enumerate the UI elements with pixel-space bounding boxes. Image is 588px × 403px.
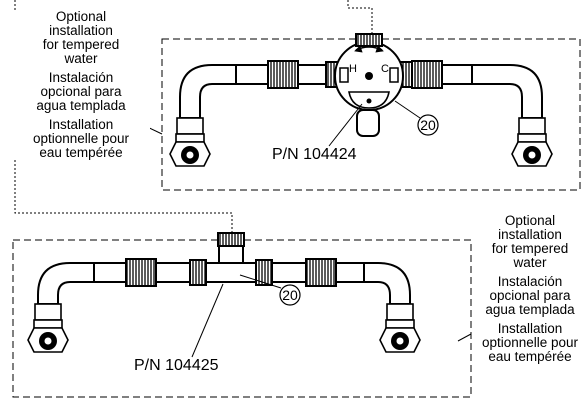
valve-hot-label: H xyxy=(349,63,357,75)
bottom-callout-number: 20 xyxy=(282,287,298,303)
top-right-coupling xyxy=(441,64,473,85)
label-es-line: opcional para xyxy=(489,288,571,303)
top-left-elbow xyxy=(179,64,237,119)
label-es-line: Instalación xyxy=(48,70,114,85)
bottom-left-thread xyxy=(189,259,207,286)
label-es-line: agua templada xyxy=(485,302,575,317)
bottom-left-coupling xyxy=(155,262,191,283)
label-en-line: Optional xyxy=(504,213,556,228)
top-left-fitting-sleeve xyxy=(176,117,204,135)
label-fr-line: eau tempérée xyxy=(39,145,123,160)
bottom-left-fitting-sleeve xyxy=(34,303,62,321)
top-valve-stem xyxy=(356,109,380,137)
label-en-line: installation xyxy=(498,227,562,242)
label-fr-line: Installation xyxy=(48,117,114,132)
label-fr-line: Installation xyxy=(497,321,563,336)
valve-cold-label: C xyxy=(381,63,389,75)
connector-line-top xyxy=(14,0,233,232)
tee-stem xyxy=(218,245,244,264)
bottom-assembly xyxy=(27,232,421,353)
top-right-elbow xyxy=(471,64,543,119)
top-right-nut xyxy=(411,60,443,89)
bottom-right-fitting-sleeve xyxy=(386,303,414,321)
label-en-line: installation xyxy=(49,23,113,38)
valve-center-dot xyxy=(365,72,373,80)
bottom-callout-circle xyxy=(279,284,301,306)
top-callout-leader xyxy=(394,100,421,119)
label-en-line: water xyxy=(64,51,98,66)
top-right-fitting-sleeve xyxy=(518,117,546,135)
label-fr-line: eau tempérée xyxy=(488,349,572,364)
bottom-left-nut xyxy=(125,258,157,287)
label-es-line: Instalación xyxy=(497,274,563,289)
bottom-right-nut xyxy=(305,258,337,287)
bottom-left-pipe xyxy=(93,262,127,283)
label-en-line: for tempered xyxy=(42,37,120,52)
bottom-pn-leader xyxy=(191,283,224,358)
top-part-number: P/N 104424 xyxy=(272,146,357,163)
top-left-nut xyxy=(267,60,299,89)
top-callout-circle xyxy=(417,114,439,136)
label-en-line: Optional xyxy=(55,9,107,24)
top-assembly xyxy=(169,33,553,167)
bottom-part-number: P/N 104425 xyxy=(134,357,219,374)
bottom-right-elbow xyxy=(363,262,411,305)
bottom-tempered-water-label: Optional installation for tempered water… xyxy=(472,214,588,364)
top-pn-leader xyxy=(328,103,363,147)
bottom-right-pipe xyxy=(335,262,365,283)
top-valve-inlet-thread xyxy=(355,33,383,47)
connector-line-upper xyxy=(347,0,373,40)
top-left-coupling xyxy=(297,64,327,85)
bottom-right-coupling xyxy=(271,262,307,283)
bottom-callout-leader xyxy=(239,274,282,289)
label-en-line: water xyxy=(513,255,547,270)
label-fr-line: optionnelle pour xyxy=(32,131,130,146)
bottom-label-leader xyxy=(457,333,472,342)
top-callout-number: 20 xyxy=(420,117,436,133)
top-left-pipe xyxy=(235,64,269,85)
top-tempered-water-label: Optional installation for tempered water… xyxy=(12,10,150,160)
label-es-line: opcional para xyxy=(40,84,122,99)
tee-inlet-thread xyxy=(217,232,245,247)
label-es-line: agua templada xyxy=(36,98,126,113)
bottom-left-elbow xyxy=(37,262,95,305)
label-en-line: for tempered xyxy=(491,241,569,256)
label-fr-line: optionnelle pour xyxy=(481,335,579,350)
tee-body xyxy=(205,262,257,283)
